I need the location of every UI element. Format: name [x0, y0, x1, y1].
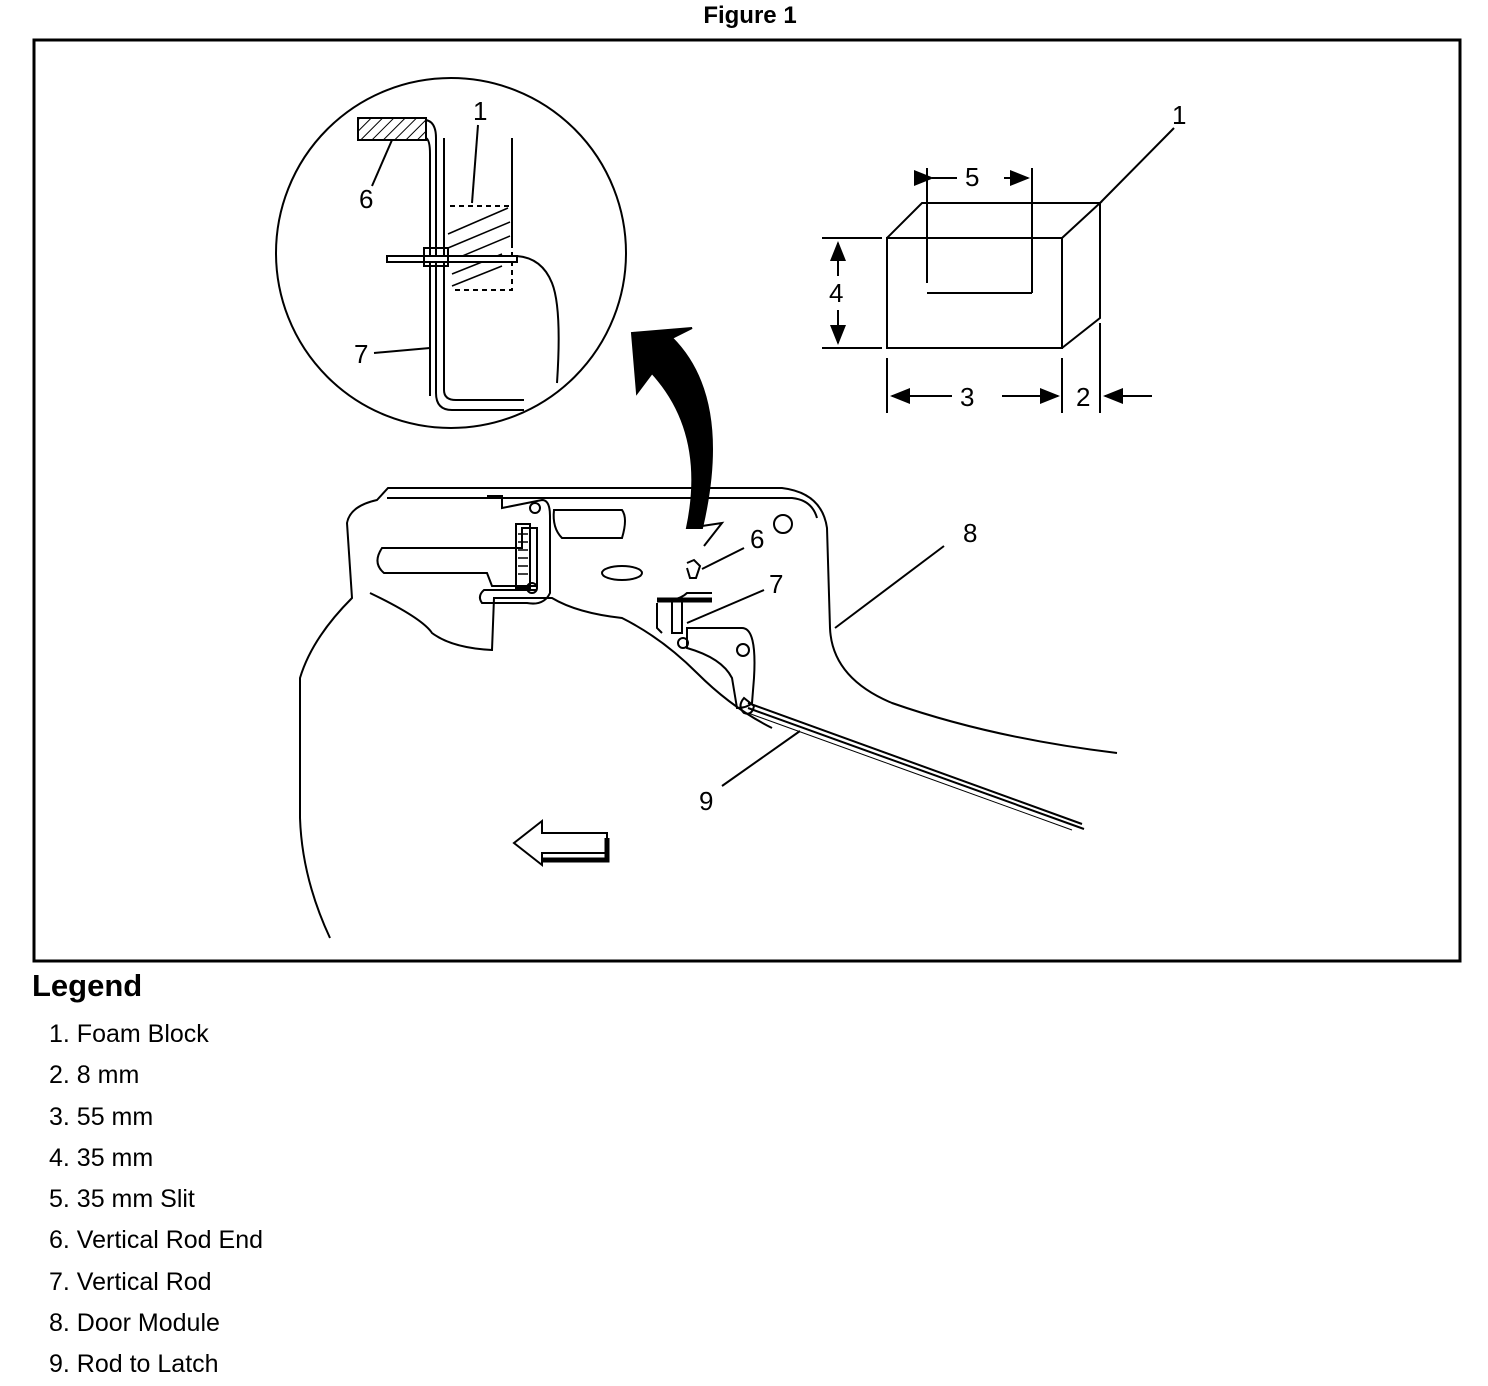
legend-item: 7. Vertical Rod — [49, 1267, 212, 1296]
detail-circle — [275, 77, 627, 429]
detail-label-6: 6 — [359, 184, 373, 214]
block-label-4: 4 — [829, 278, 843, 308]
detail-label-1: 1 — [473, 96, 487, 126]
foam-block-drawing — [822, 127, 1175, 413]
door-label-7: 7 — [769, 569, 783, 599]
legend-item: 5. 35 mm Slit — [49, 1185, 195, 1214]
door-module-drawing — [299, 487, 1118, 939]
block-label-3: 3 — [960, 382, 974, 412]
figure-title: Figure 1 — [703, 2, 797, 29]
block-label-2: 2 — [1076, 382, 1090, 412]
legend-title: Legend — [32, 968, 143, 1003]
legend-item: 6. Vertical Rod End — [49, 1226, 264, 1255]
figure-illustration: 6 1 7 — [32, 38, 1462, 963]
detail-view — [275, 77, 627, 429]
block-label-5: 5 — [965, 162, 979, 192]
legend-item: 1. Foam Block — [49, 1020, 209, 1048]
door-label-9: 9 — [699, 786, 713, 816]
figure-frame: 6 1 7 — [32, 38, 1462, 963]
door-handle — [376, 527, 538, 587]
detail-label-7: 7 — [354, 339, 368, 369]
legend-item: 4. 35 mm — [49, 1143, 154, 1172]
block-label-1: 1 — [1172, 100, 1186, 130]
foam-block-side — [1061, 203, 1101, 349]
door-label-6: 6 — [750, 524, 764, 554]
legend-item: 2. 8 mm — [49, 1061, 140, 1090]
legend-item: 9. Rod to Latch — [49, 1350, 219, 1379]
legend-list: 1. Foam Block 2. 8 mm 3. 55 mm 4. 35 mm … — [49, 1014, 263, 1386]
vertical-rod-outer — [425, 119, 524, 411]
foam-block-top — [886, 202, 1103, 239]
direction-arrow — [512, 818, 608, 868]
legend-item: 8. Door Module — [49, 1309, 220, 1338]
detail-curved-arrow — [630, 327, 713, 529]
frame-border — [32, 38, 1462, 963]
door-label-8: 8 — [963, 518, 977, 548]
door-outline — [299, 487, 1118, 939]
legend-item: 3. 55 mm — [49, 1102, 154, 1131]
rod-end-hatched — [357, 117, 427, 141]
